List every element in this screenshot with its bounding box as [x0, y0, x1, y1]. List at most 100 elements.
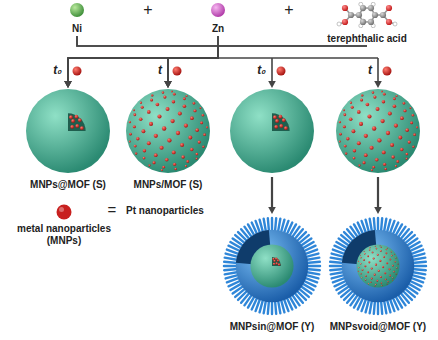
connector-line	[68, 46, 367, 82]
nanoparticle	[202, 145, 204, 147]
nanoparticle	[383, 163, 386, 166]
nanoparticle	[369, 247, 370, 248]
nanoparticle	[386, 131, 390, 135]
nanoparticle	[139, 118, 143, 122]
nanoparticle	[206, 126, 208, 128]
nanoparticle	[190, 116, 194, 120]
species-node: Zn	[208, 2, 228, 36]
nanoparticle	[394, 124, 398, 128]
shell-spike	[224, 269, 238, 270]
nanoparticle	[157, 114, 161, 118]
cutaway	[68, 113, 86, 131]
nanoparticle	[387, 283, 388, 284]
nanoparticle	[185, 95, 187, 97]
nanoparticle	[186, 160, 189, 163]
nanoparticle	[284, 126, 288, 130]
carbon-atom	[368, 19, 374, 25]
nanoparticle	[129, 140, 131, 142]
nanoparticle	[200, 121, 203, 124]
nanoparticle	[397, 264, 398, 265]
nanoparticle	[195, 128, 199, 132]
legend-swatch-frame	[55, 203, 73, 221]
nanoparticle	[392, 277, 393, 278]
nanoparticle	[162, 166, 165, 169]
nanoparticle	[350, 102, 352, 104]
shell-spike	[384, 219, 386, 233]
nanoparticle	[395, 165, 397, 167]
nanoparticle	[181, 155, 185, 159]
nanoparticle	[75, 115, 79, 119]
species-node: terephthalic acid	[323, 2, 411, 46]
nanoparticle	[387, 247, 388, 248]
nanoparticle	[198, 140, 201, 143]
nanoparticle	[416, 126, 418, 128]
connector	[164, 36, 218, 88]
shell-spike	[412, 272, 426, 274]
nanoparticle	[273, 115, 277, 119]
mof-shell	[236, 230, 309, 303]
nanoparticle	[373, 96, 376, 99]
bracket-line	[218, 57, 378, 59]
nanoparticle	[277, 67, 286, 76]
hydrogen-atom	[393, 22, 397, 26]
shell-spike	[226, 275, 239, 279]
nanoparticle	[202, 114, 205, 117]
nanoparticle	[353, 149, 356, 152]
shell-spike	[374, 218, 375, 232]
cutaway	[272, 113, 290, 131]
mof-shell	[342, 230, 415, 303]
nanoparticle	[378, 270, 380, 272]
nanoparticle	[161, 169, 163, 171]
zinc-atom	[211, 3, 225, 17]
arrow-line	[271, 58, 273, 82]
nanoparticle	[379, 260, 381, 262]
nanoparticle	[70, 125, 74, 129]
nanoparticle	[388, 112, 392, 116]
connector-line	[77, 36, 218, 82]
nanoparticle	[361, 94, 363, 96]
shell-spike	[271, 218, 273, 232]
nanoparticle	[372, 166, 375, 169]
nanoparticle	[162, 126, 166, 130]
connector-line	[168, 36, 218, 82]
nanoparticle	[162, 91, 164, 93]
oxygen-atom	[386, 5, 392, 11]
nanoparticle	[380, 119, 384, 123]
shell-spike	[387, 299, 391, 312]
nanoparticle	[165, 158, 169, 162]
nanoparticle	[382, 100, 386, 104]
nanoparticle	[381, 90, 383, 92]
nanoparticle	[380, 245, 381, 246]
arrow-line	[377, 58, 379, 82]
mof-sphere	[336, 89, 420, 173]
nanoparticle	[171, 90, 173, 92]
nanoparticle	[381, 246, 382, 247]
nanoparticle	[391, 251, 392, 252]
nanoparticle	[272, 258, 274, 260]
nanoparticle	[159, 146, 163, 150]
shell-spike	[374, 300, 375, 314]
nanoparticle	[360, 255, 361, 256]
nanoparticle	[381, 282, 383, 284]
nanoparticle	[413, 133, 416, 136]
nanoparticle	[184, 124, 188, 128]
species-node: MNPs/MOF (S)	[123, 88, 213, 192]
carbon-atom	[380, 12, 386, 18]
nanoparticle	[396, 267, 397, 268]
nanoparticle	[365, 275, 367, 277]
connector	[64, 36, 218, 88]
nanoparticle	[394, 261, 396, 263]
nanoparticle	[351, 129, 355, 133]
nanoparticle	[344, 145, 347, 148]
nanoparticle	[173, 93, 176, 96]
shell-spike	[377, 218, 379, 232]
nanoparticle	[345, 152, 347, 154]
shell-spike	[412, 269, 426, 270]
nanoparticle	[172, 150, 176, 154]
nanoparticle	[73, 67, 82, 76]
nanoparticle	[393, 97, 396, 100]
nanoparticle	[147, 141, 151, 145]
nanoparticle	[387, 281, 388, 282]
time-label: t	[368, 63, 372, 77]
shell-spike	[268, 300, 269, 314]
